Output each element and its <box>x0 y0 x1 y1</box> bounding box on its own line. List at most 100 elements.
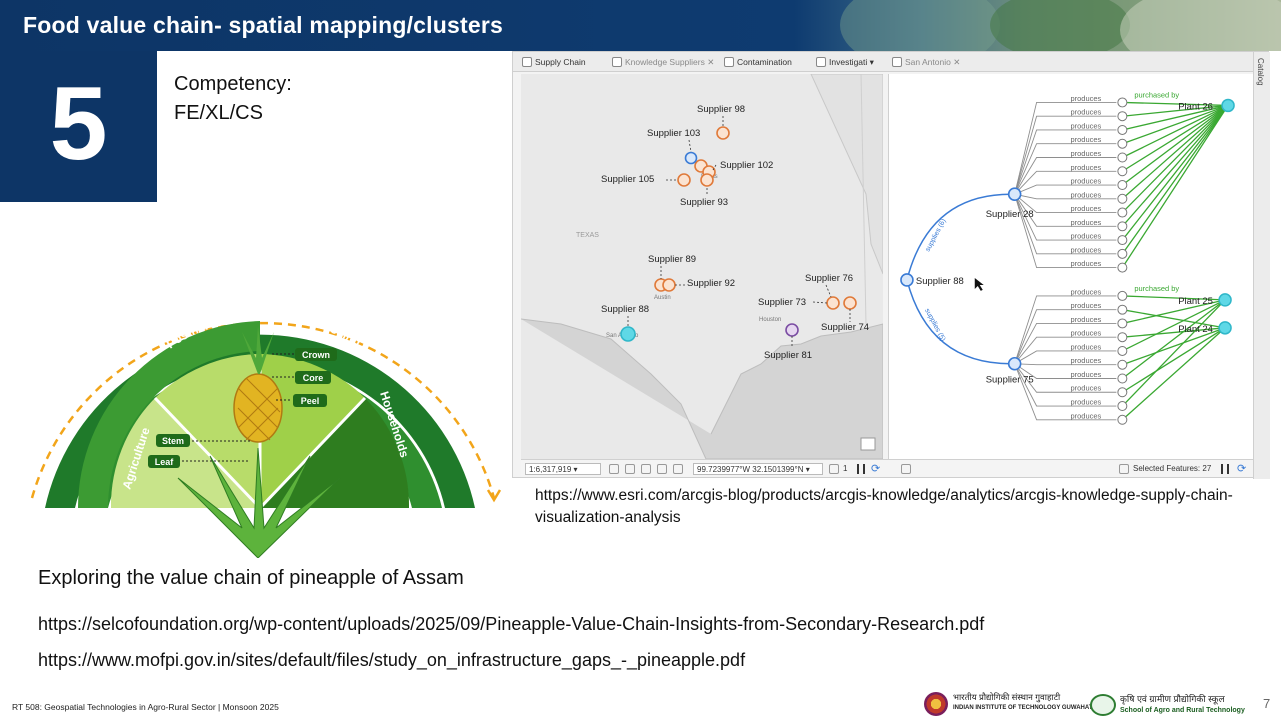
produces-edge <box>1014 115 1117 195</box>
title-bar: Food value chain- spatial mapping/cluste… <box>0 0 1281 51</box>
catalog-pane-tab[interactable]: Catalog <box>1253 52 1270 479</box>
coordinate-readout[interactable]: 99.7239977°W 32.1501399°N ▾ <box>693 463 823 475</box>
produces-label: produces <box>1071 177 1102 186</box>
scale-selector[interactable]: 1:6,317,919 ▾ <box>525 463 601 475</box>
product-node[interactable] <box>1117 97 1128 108</box>
product-node[interactable] <box>1117 180 1128 191</box>
product-node[interactable] <box>1117 359 1128 370</box>
supplier-88-node[interactable] <box>900 273 914 287</box>
product-node[interactable] <box>1117 414 1128 425</box>
product-node[interactable] <box>1117 152 1128 163</box>
map-icon <box>522 57 532 67</box>
supplier-103-marker[interactable] <box>684 151 698 165</box>
plant-24-node[interactable] <box>1218 321 1232 335</box>
refresh-icon[interactable]: ⟳ <box>1237 463 1247 475</box>
constraint-icon[interactable] <box>673 464 683 474</box>
product-node[interactable] <box>1117 304 1128 315</box>
competency-value: FE/XL/CS <box>174 102 263 124</box>
product-node[interactable] <box>1117 111 1128 122</box>
esri-reference-url[interactable]: https://www.esri.com/arcgis-blog/product… <box>535 487 1233 526</box>
stem-tag <box>156 434 190 447</box>
snapping-icon[interactable] <box>657 464 667 474</box>
mofpi-reference-url[interactable]: https://www.mofpi.gov.in/sites/default/f… <box>38 650 746 670</box>
product-node[interactable] <box>1117 207 1128 218</box>
product-node[interactable] <box>1117 290 1128 301</box>
tab-san-antonio[interactable]: San Antonio ✕ <box>889 52 960 72</box>
investigation-icon <box>816 57 826 67</box>
supplier-105-label: Supplier 105 <box>601 174 654 185</box>
produces-edge <box>1014 309 1117 364</box>
supplier-73-marker[interactable] <box>826 296 840 310</box>
produces-label: produces <box>1071 121 1102 130</box>
supplier-75-node[interactable] <box>1007 356 1022 371</box>
produces-label: produces <box>1071 259 1102 268</box>
core-label: Core <box>303 373 324 383</box>
selected-features-count: Selected Features: 27 <box>1133 464 1212 473</box>
sart-logo <box>1090 694 1116 716</box>
gulf-region <box>521 318 883 459</box>
purchased-by-edge <box>1122 327 1226 338</box>
purchased-by-label: purchased by <box>1134 90 1179 99</box>
produces-edge <box>1014 157 1117 195</box>
supplier-92-marker[interactable] <box>662 278 676 292</box>
produces-edge <box>1014 194 1117 269</box>
product-node[interactable] <box>1117 373 1128 384</box>
purchased-by-edge <box>1121 105 1229 255</box>
map-icon <box>612 57 622 67</box>
plant-26-node[interactable] <box>1221 98 1235 113</box>
overview-icon[interactable] <box>860 437 876 451</box>
supplier-88-node-label: Supplier 88 <box>916 276 964 287</box>
layer-icon[interactable] <box>829 464 839 474</box>
produces-edge <box>1014 363 1117 421</box>
pause-drawing-button[interactable] <box>857 464 865 474</box>
supplier-28-node[interactable] <box>1007 187 1022 201</box>
navigation-icon[interactable] <box>609 464 619 474</box>
plant-25-node[interactable] <box>1218 293 1232 307</box>
product-node[interactable] <box>1117 387 1128 398</box>
supplier-98-marker[interactable] <box>716 126 730 140</box>
link-chart-layout-icon[interactable] <box>901 464 911 474</box>
dashed-cycle-arrow <box>30 321 496 499</box>
supplier-88-marker[interactable] <box>620 326 636 342</box>
product-node[interactable] <box>1117 124 1128 135</box>
explore-heading: Exploring the value chain of pineapple o… <box>38 567 464 589</box>
supplier-81-marker[interactable] <box>785 323 799 337</box>
processing-segment <box>260 354 365 508</box>
supplier-105-marker[interactable] <box>677 173 691 187</box>
product-node[interactable] <box>1117 401 1128 412</box>
leaf-tag <box>148 455 180 468</box>
supplier-98-label: Supplier 98 <box>697 104 745 115</box>
purchased-by-edge <box>1121 299 1226 380</box>
supplier-93-marker[interactable] <box>700 173 714 187</box>
table-icon[interactable] <box>641 464 651 474</box>
product-node[interactable] <box>1117 318 1128 329</box>
product-node[interactable] <box>1117 193 1128 204</box>
produces-edge <box>1014 194 1117 241</box>
pause-drawing-button[interactable] <box>1221 464 1229 474</box>
supplier-74-marker[interactable] <box>843 296 857 310</box>
tab-knowledge-suppliers[interactable]: Knowledge Suppliers ✕ <box>609 52 714 72</box>
product-node[interactable] <box>1117 345 1128 356</box>
product-node[interactable] <box>1117 166 1128 177</box>
tab-contamination[interactable]: Contamination <box>721 52 792 72</box>
tab-investigation[interactable]: Investigati ▾ <box>813 52 874 72</box>
section-number-box: 5 <box>0 51 157 202</box>
map-texture <box>840 0 1000 51</box>
purchased-by-edge <box>1121 105 1229 227</box>
product-node[interactable] <box>1117 262 1128 273</box>
purchased-by-edge <box>1121 105 1229 268</box>
tab-supply-chain[interactable]: Supply Chain <box>519 52 586 72</box>
refresh-icon[interactable]: ⟳ <box>871 463 881 475</box>
product-node[interactable] <box>1117 221 1128 232</box>
produces-edge <box>1014 322 1117 364</box>
product-node[interactable] <box>1117 138 1128 149</box>
selco-reference-url[interactable]: https://selcofoundation.org/wp-content/u… <box>38 614 985 634</box>
product-node[interactable] <box>1117 235 1128 246</box>
product-node[interactable] <box>1117 332 1128 343</box>
purchased-by-edge <box>1122 299 1226 352</box>
link-chart-view[interactable]: producesproducesproducesproducesproduces… <box>888 74 1253 459</box>
map-view[interactable]: TEXAS Dallas Austin San Antonio Houston … <box>521 74 883 459</box>
grid-icon[interactable] <box>625 464 635 474</box>
crown-tag <box>295 348 337 361</box>
product-node[interactable] <box>1117 248 1128 259</box>
